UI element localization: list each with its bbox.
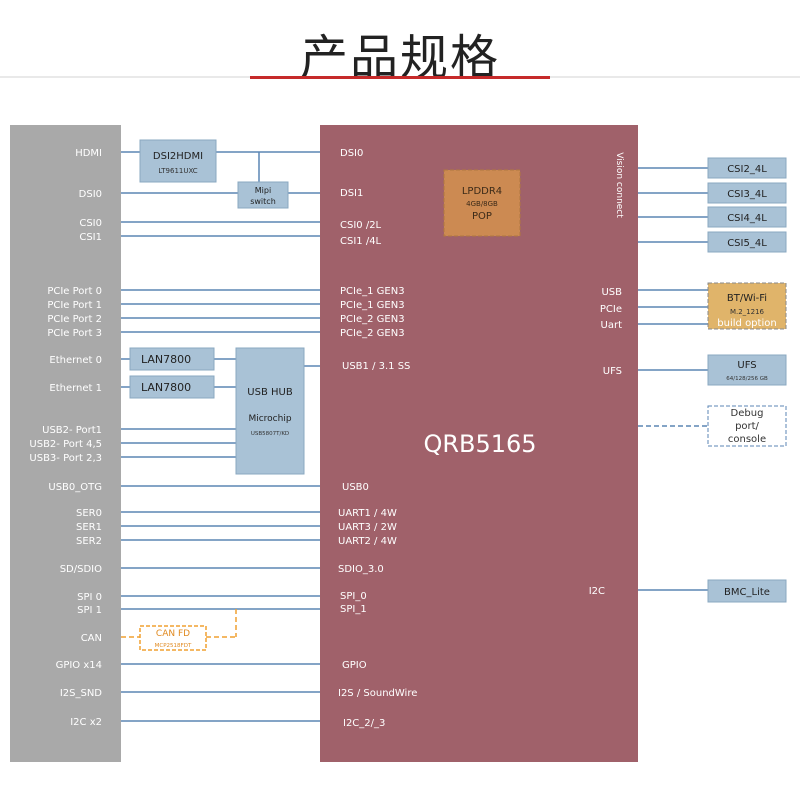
memory-line1: LPDDR4 — [462, 186, 502, 197]
mipi-switch-chip — [237, 181, 289, 209]
csi4-label: CSI4_4L — [727, 213, 767, 224]
dsi2hdmi-part: LT9611UXC — [158, 167, 197, 175]
soc-pin: DSI1 — [340, 188, 363, 199]
connector-label: I2S_SND — [60, 688, 102, 699]
bt-line3: build option — [717, 318, 776, 329]
bt-wifi-module — [707, 282, 787, 330]
soc-pin: SPI_0 — [340, 591, 367, 602]
soc-pin: UART1 / 4W — [338, 508, 397, 519]
soc-pin: GPIO — [342, 660, 367, 671]
soc-pin: SDIO_3.0 — [338, 564, 384, 575]
canfd-name: CAN FD — [156, 629, 190, 639]
connector-label: SD/SDIO — [60, 564, 102, 575]
connector-label: PCIe Port 3 — [47, 328, 102, 339]
bt-line2: M.2_1216 — [730, 308, 765, 316]
lan0-label: LAN7800 — [141, 353, 191, 366]
signal-lines — [121, 151, 708, 722]
mipi-line2: switch — [250, 197, 276, 206]
usbhub-name: USB HUB — [247, 387, 293, 398]
connector-label: PCIe Port 1 — [47, 300, 102, 311]
soc-pin: SPI_1 — [340, 604, 367, 615]
soc-pin-pcie: PCIe — [600, 304, 622, 315]
connector-label: DSI0 — [79, 189, 102, 200]
dsi2hdmi-chip — [139, 139, 217, 183]
soc-pin-usb: USB — [601, 287, 622, 298]
soc-pin: USB0 — [342, 482, 369, 493]
can-lines — [121, 609, 237, 638]
debug-line2: port/ — [735, 421, 759, 432]
soc-name: QRB5165 — [423, 430, 536, 458]
soc-pin: UART3 / 2W — [338, 522, 397, 533]
connector-label: SPI 1 — [77, 605, 102, 616]
debug-port-box — [707, 405, 787, 447]
connector-label: Ethernet 0 — [49, 355, 102, 366]
debug-line3: console — [728, 434, 766, 445]
connector-label: CAN — [81, 633, 102, 644]
soc-pin: PCIe_1 GEN3 — [340, 300, 405, 311]
soc-pin: DSI0 — [340, 148, 363, 159]
connector-label: USB2- Port 4,5 — [29, 439, 102, 450]
connector-label: PCIe Port 2 — [47, 314, 102, 325]
csi2-label: CSI2_4L — [727, 164, 767, 175]
soc-pin-uart: Uart — [601, 320, 623, 331]
soc-pin: CSI0 /2L — [340, 220, 382, 231]
usbhub-vendor: Microchip — [248, 414, 291, 424]
connector-label: HDMI — [75, 148, 102, 159]
soc-pin: PCIe_2 GEN3 — [340, 328, 405, 339]
connector-label: Ethernet 1 — [49, 383, 102, 394]
lan7800-chip-1 — [129, 375, 215, 399]
csi5-label: CSI5_4L — [727, 238, 767, 249]
soc-pin: I2C_2/_3 — [343, 718, 385, 729]
soc-pin: I2S / SoundWire — [338, 688, 417, 699]
mipi-line1: Mipi — [255, 186, 271, 195]
debug-line1: Debug — [731, 408, 764, 419]
ufs-box — [707, 354, 787, 386]
left-connector-panel — [10, 125, 121, 762]
canfd-part: MCP2518FDT — [155, 643, 192, 649]
usbhub-part: USB5807T/KD — [251, 431, 289, 437]
bmc-label: BMC_Lite — [724, 587, 770, 598]
can-fd-chip — [139, 625, 207, 651]
soc-left-pins: DSI0 DSI1 CSI0 /2L CSI1 /4L PCIe_1 GEN3 … — [338, 148, 417, 729]
connector-label: GPIO x14 — [56, 660, 102, 671]
memory-line2: 4GB/8GB — [466, 200, 498, 208]
connector-label: PCIe Port 0 — [47, 286, 102, 297]
connector-label: USB0_OTG — [48, 482, 102, 493]
connector-label: CSI0 — [79, 218, 102, 229]
connector-label: CSI1 — [79, 232, 102, 243]
soc-pin: PCIe_2 GEN3 — [340, 314, 405, 325]
bmc-lite-box — [707, 579, 787, 603]
connector-label: SPI 0 — [77, 592, 102, 603]
ufs-sizes: 64/128/256 GB — [726, 376, 768, 382]
ufs-name: UFS — [737, 360, 756, 371]
memory-line3: POP — [472, 211, 492, 222]
soc-pin-i2c: I2C — [589, 586, 605, 597]
left-panel-labels: HDMI DSI0 CSI0 CSI1 PCIe Port 0 PCIe Por… — [29, 148, 102, 728]
lan1-label: LAN7800 — [141, 381, 191, 394]
csi3-label: CSI3_4L — [727, 189, 767, 200]
connector-label: USB3- Port 2,3 — [29, 453, 102, 464]
connector-label: USB2- Port1 — [42, 425, 102, 436]
soc-pin: CSI1 /4L — [340, 236, 382, 247]
connector-label: SER2 — [76, 536, 102, 547]
soc-pin: UART2 / 4W — [338, 536, 397, 547]
usb-hub-chip — [235, 347, 305, 475]
soc-pin: USB1 / 3.1 SS — [342, 361, 410, 372]
connector-label: SER0 — [76, 508, 102, 519]
bt-line1: BT/Wi-Fi — [727, 293, 767, 304]
lan7800-chip-0 — [129, 347, 215, 371]
csi4-box — [707, 206, 787, 228]
csi2-box — [707, 157, 787, 179]
lpddr4-memory — [443, 169, 521, 237]
vision-connect-label: Vision connect — [614, 152, 624, 218]
soc-pin: PCIe_1 GEN3 — [340, 286, 405, 297]
csi5-box — [707, 231, 787, 253]
title-underline — [250, 76, 550, 79]
connector-label: I2C x2 — [70, 717, 102, 728]
connector-label: SER1 — [76, 522, 102, 533]
csi3-box — [707, 182, 787, 204]
soc-pin-ufs: UFS — [603, 366, 622, 377]
dsi2hdmi-name: DSI2HDMI — [153, 151, 203, 162]
